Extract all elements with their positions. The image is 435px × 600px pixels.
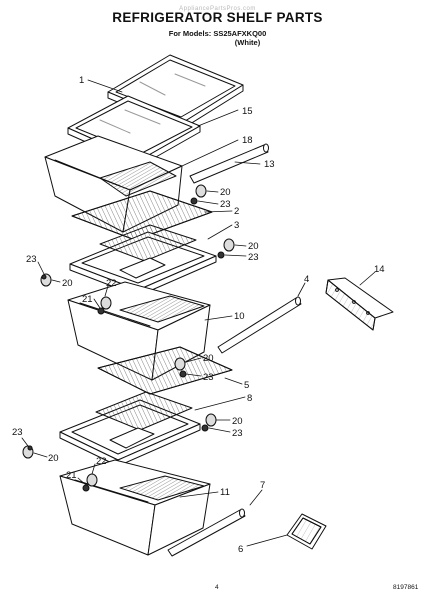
part-11-crisper-pan [59, 459, 211, 556]
callout-3: 3 [234, 220, 239, 231]
callout-20: 20 [62, 278, 73, 289]
callout-20: 20 [220, 187, 231, 198]
part-4-rod [217, 296, 302, 354]
leader-lines [21, 79, 376, 547]
callout-15: 15 [242, 106, 253, 117]
callout-22: 22 [96, 456, 107, 467]
callout-21: 21 [82, 294, 93, 305]
watermark-text: AppliancePartsPros.com [179, 6, 256, 12]
callout-14: 14 [374, 264, 385, 275]
callout-1: 1 [79, 75, 84, 86]
part-14-bracket [325, 277, 394, 331]
screw-23 [41, 274, 47, 280]
callout-2: 2 [234, 206, 239, 217]
washer-20 [100, 296, 112, 310]
callout-23: 23 [203, 372, 214, 383]
callout-18: 18 [242, 135, 253, 146]
callout-20: 20 [48, 453, 59, 464]
callout-6: 6 [238, 544, 243, 555]
washer-20 [195, 184, 207, 198]
part-13-rod [189, 143, 269, 184]
callout-5: 5 [244, 380, 249, 391]
screw-23 [27, 445, 33, 451]
models-line: For Models: SS25AFXKQ00 [168, 29, 267, 38]
callout-labels: 1 15 18 13 20 23 2 3 20 23 23 20 22 21 4… [12, 75, 385, 555]
part-8-crisper-frame [59, 391, 201, 467]
callout-11: 11 [220, 487, 230, 498]
fastener-set [22, 184, 235, 492]
screw-22 [82, 484, 90, 492]
document-number: 8197861 [393, 584, 419, 591]
callout-23: 23 [232, 428, 243, 439]
callout-21: 21 [66, 470, 77, 481]
callout-4: 4 [304, 274, 309, 285]
washer-20 [205, 413, 217, 427]
washer-20 [174, 357, 186, 371]
callout-7: 7 [260, 480, 265, 491]
part-3-crisper-frame [69, 224, 217, 297]
callout-20: 20 [248, 241, 259, 252]
callout-20: 20 [203, 353, 214, 364]
screw-23 [179, 370, 187, 378]
part-6-label-plate [286, 513, 327, 550]
callout-23: 23 [26, 254, 37, 265]
page-number: 4 [215, 584, 219, 591]
part-7-rod [167, 508, 246, 557]
callout-10: 10 [234, 311, 245, 322]
callout-22: 22 [106, 278, 117, 289]
screw-23 [190, 197, 198, 205]
color-line: (White) [234, 38, 261, 47]
page-title: REFRIGERATOR SHELF PARTS [112, 10, 323, 25]
washer-20 [86, 473, 98, 487]
callout-23: 23 [220, 199, 231, 210]
screw-22 [97, 307, 105, 315]
callout-13: 13 [264, 159, 275, 170]
callout-23: 23 [248, 252, 259, 263]
callout-8: 8 [247, 393, 252, 404]
screw-23 [201, 424, 209, 432]
screw-23 [217, 251, 225, 259]
callout-20: 20 [232, 416, 243, 427]
callout-23: 23 [12, 427, 23, 438]
washer-20 [223, 238, 235, 252]
